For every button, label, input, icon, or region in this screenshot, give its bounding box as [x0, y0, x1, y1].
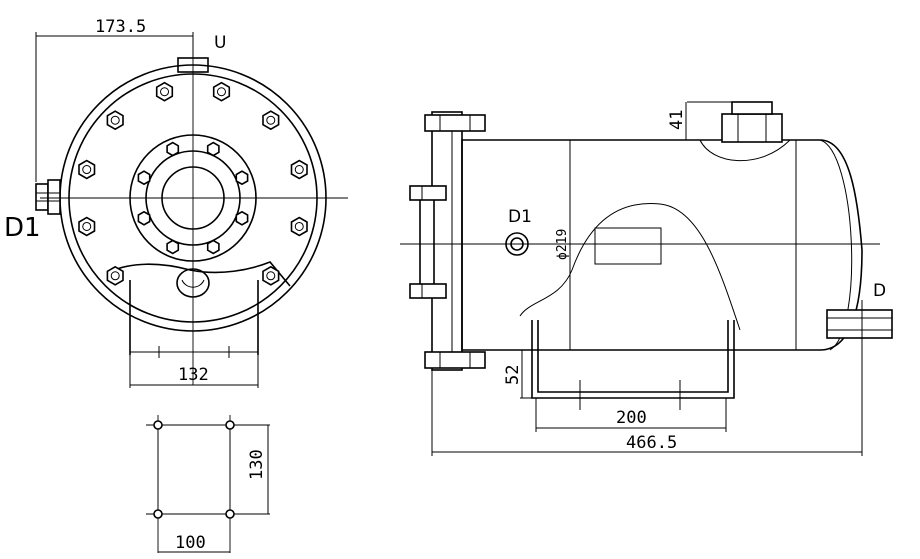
outer-bolt-hole: [266, 271, 276, 281]
front-view: 173.5 U D1 132: [4, 17, 348, 388]
front-support: [129, 280, 259, 355]
dim-130: 130: [247, 449, 267, 480]
outer-bolt-icon: [78, 216, 96, 237]
inner-bolt-icon: [137, 170, 151, 186]
inner-bolt-icon: [166, 141, 180, 157]
end-cap: [419, 187, 435, 289]
outer-bolt-hole: [82, 165, 92, 175]
outer-bolt-hole: [216, 87, 226, 97]
inner-bolt-icon: [235, 210, 249, 226]
inner-bolt-icon: [235, 170, 249, 186]
label-d1-side: D1: [508, 207, 532, 227]
stand: [531, 320, 735, 399]
mount-hole: [225, 509, 235, 519]
outer-bolt-icon: [106, 110, 124, 131]
outer-bolt-icon: [290, 159, 308, 180]
flange-bolts: [409, 114, 486, 369]
inner-bolt-icon: [206, 141, 220, 157]
bolt-pattern-view: 130 100: [146, 415, 270, 553]
outer-bolts: [78, 81, 308, 286]
outer-bolt-hole: [294, 221, 304, 231]
outer-bolt-icon: [290, 216, 308, 237]
top-nut: [721, 113, 783, 143]
label-u: U: [214, 33, 226, 53]
cutaway-edge-side: [519, 203, 741, 331]
label-d1-front: D1: [4, 213, 41, 243]
outer-bolt-icon: [78, 159, 96, 180]
mount-hole: [225, 420, 235, 430]
label-d: D: [873, 281, 886, 301]
side-view: D1 ϕ219 D 41 52 200 466.5: [400, 101, 893, 456]
dim-466-5: 466.5: [626, 433, 677, 453]
inner-bolt-icon: [137, 210, 151, 226]
dim-132: 132: [178, 365, 209, 385]
inner-bolt-icon: [206, 239, 220, 255]
dim-52: 52: [503, 365, 523, 385]
outer-bolt-icon: [106, 265, 124, 286]
dim-173-5: 173.5: [95, 17, 146, 37]
end-flange: [431, 111, 463, 371]
outer-bolt-hole: [110, 271, 120, 281]
inner-bolts: [137, 141, 249, 255]
mount-hole: [153, 420, 163, 430]
outer-bolt-hole: [82, 221, 92, 231]
outer-bolt-icon: [155, 81, 174, 102]
dim-200: 200: [616, 408, 647, 428]
outer-bolt-hole: [160, 87, 170, 97]
outer-bolt-icon: [212, 81, 231, 102]
inner-bolt-icon: [166, 239, 180, 255]
nameplate: [594, 227, 662, 265]
outer-bolt-hole: [266, 115, 276, 125]
left-port-d1: [35, 183, 49, 211]
port-d: [826, 309, 893, 339]
outer-bolt-icon: [262, 265, 280, 286]
dim-41: 41: [667, 110, 687, 130]
dim-100: 100: [175, 533, 206, 553]
outer-bolt-icon: [262, 110, 280, 131]
outer-bolt-hole: [110, 115, 120, 125]
outer-bolt-hole: [294, 165, 304, 175]
mount-hole: [153, 509, 163, 519]
